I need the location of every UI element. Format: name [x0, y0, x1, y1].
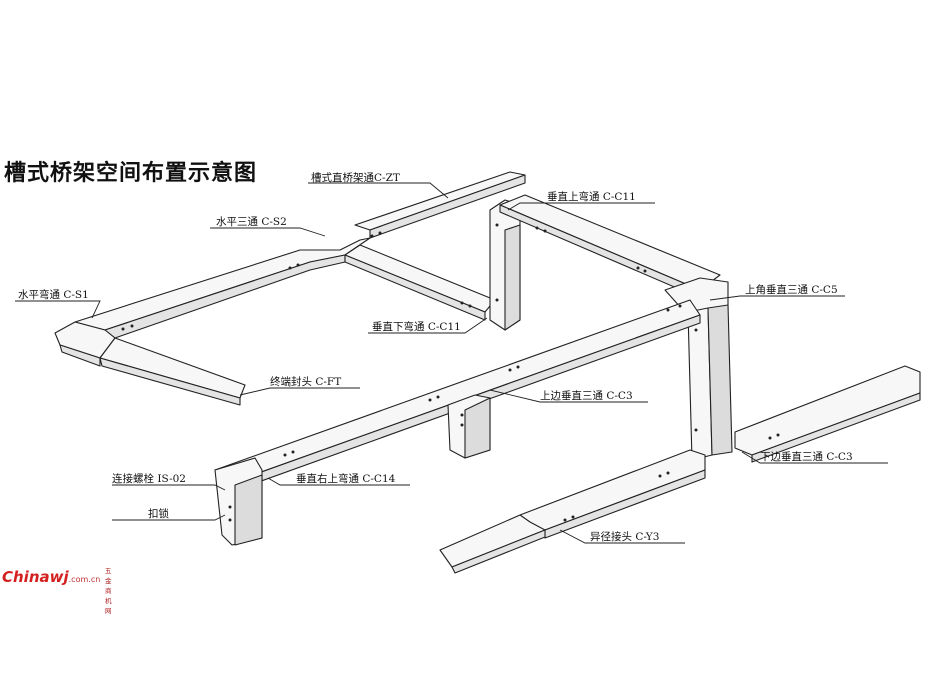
bolt-hole [296, 263, 300, 267]
bolt-hole [571, 515, 575, 519]
tray-to-c11-down-side [344, 254, 486, 321]
reducer-c-y3 [439, 514, 546, 568]
bolt-hole [460, 413, 464, 417]
leader-c-c14 [267, 477, 410, 486]
label-is-02: 连接螺栓 IS-02 [112, 473, 186, 485]
bolt-hole [283, 453, 287, 457]
bolt-hole [436, 395, 440, 399]
label-c-y3: 异径接头 C-Y3 [590, 531, 660, 543]
tray-c-s2-side [104, 254, 346, 339]
label-c-c11-down: 垂直下弯通 C-C11 [372, 321, 461, 333]
tray-c-zt-side [369, 174, 526, 239]
label-c-c5: 上角垂直三通 C-C5 [745, 284, 838, 296]
label-c-s1: 水平弯通 C-S1 [18, 289, 89, 301]
chinawj-logo: Chinawj.com.cn 五金商机网 [2, 567, 112, 615]
bolt-hole [666, 308, 670, 312]
label-c-c11-up: 垂直上弯通 C-C11 [547, 191, 636, 203]
leader-clip [112, 514, 226, 521]
tray-c-c3-lower-side [751, 392, 921, 463]
bolt-hole [288, 266, 292, 270]
riser-c-c11-side [504, 224, 521, 331]
logo-sub: 五金商机网 [105, 567, 112, 615]
bolt-hole [666, 471, 670, 475]
bolt-hole [228, 505, 232, 509]
bolt-hole [776, 433, 780, 437]
bolt-hole [643, 269, 647, 273]
leader-c-c11-up [507, 202, 655, 211]
bolt-hole [460, 301, 464, 305]
bolt-hole [768, 436, 772, 440]
bolt-hole [378, 231, 382, 235]
leader-c-ft [239, 387, 360, 396]
diagram-title: 槽式桥架空间布置示意图 [4, 161, 258, 186]
bolt-hole [495, 298, 499, 302]
label-c-c14: 垂直右上弯通 C-C14 [296, 473, 396, 485]
bolt-hole [516, 365, 520, 369]
bolt-hole [694, 328, 698, 332]
label-c-c3-upper: 上边垂直三通 C-C3 [540, 390, 633, 402]
label-clip: 扣锁 [148, 508, 169, 520]
tray-to-ft-side [99, 357, 241, 406]
bolt-hole [291, 450, 295, 454]
pillar-c-c3-upper-side [464, 397, 491, 459]
bolt-hole [468, 304, 472, 308]
label-c-s2: 水平三通 C-S2 [216, 216, 287, 228]
label-c-c3-lower: 下边垂直三通 C-C3 [760, 451, 853, 463]
leader-c-c3-lower [741, 451, 888, 464]
tray-c-s2 [74, 237, 371, 331]
tray-to-c-c5 [499, 194, 721, 291]
tray-to-c11-down [344, 244, 496, 313]
tray-c-s1-side [59, 344, 101, 367]
bolt-hole [636, 266, 640, 270]
bolt-hole [460, 423, 464, 427]
tray-to-c-c5-side [499, 204, 701, 299]
leader-c-s2 [210, 227, 326, 237]
label-c-zt: 槽式直桥架通C-ZT [311, 172, 400, 184]
leader-c-zt [308, 182, 449, 199]
bolt-hole [563, 518, 567, 522]
bolt-hole [694, 428, 698, 432]
leader-c-c11-down [368, 317, 488, 334]
bolt-hole [428, 398, 432, 402]
logo-tail: .com.cn [68, 575, 101, 584]
leader-c-s1 [15, 300, 101, 319]
bolt-hole [678, 304, 682, 308]
bolt-hole [228, 518, 232, 522]
logo-main: Chinawj [2, 568, 69, 586]
leader-c-y3 [559, 529, 685, 544]
bolt-hole [658, 474, 662, 478]
leader-c-c3-upper [489, 389, 648, 403]
bolt-hole [121, 327, 125, 331]
leader-is-02 [112, 484, 226, 491]
bolt-hole [535, 226, 539, 230]
bolt-hole [130, 324, 134, 328]
leader-c-c5 [709, 295, 845, 301]
bolt-hole [543, 229, 547, 233]
reducer-c-y3-side [451, 529, 546, 574]
pillar-c-c14-side [234, 474, 263, 546]
label-c-ft: 终端封头 C-FT [270, 376, 342, 388]
riser-c-c5-side [707, 304, 733, 456]
tray-lower-run [519, 449, 706, 531]
bolt-hole [495, 223, 499, 227]
bolt-hole [370, 234, 374, 238]
bolt-hole [508, 368, 512, 372]
